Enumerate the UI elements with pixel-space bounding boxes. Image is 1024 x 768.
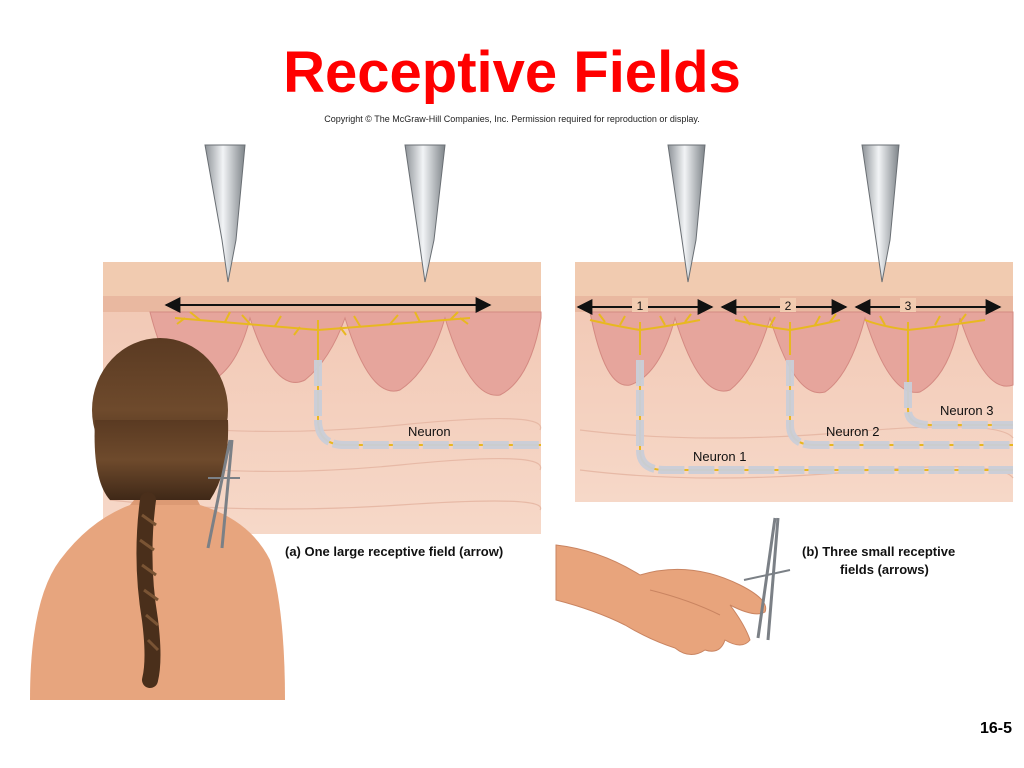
panel-b: 1 2 3 Neuron 1 Neuron 2 Neuron 3: [555, 144, 1014, 655]
nerve-endings-b: [589, 313, 986, 380]
skin-epidermis-a: [103, 262, 541, 298]
nerve-endings-a: [174, 311, 471, 355]
field-label-1: 1: [637, 299, 644, 313]
neuron-2-label: Neuron 2: [826, 424, 879, 439]
hand-illustration: [555, 517, 791, 655]
neuron-axon-3: [904, 380, 1013, 429]
neuron-axon-a: [314, 355, 541, 449]
neuron-label: Neuron: [408, 424, 451, 439]
slide-number: 16-5: [979, 720, 1012, 737]
copyright-notice: Copyright © The McGraw-Hill Companies, I…: [324, 114, 700, 124]
probe-icon: [404, 144, 446, 283]
receptive-field-arrows-b: 1 2 3: [576, 298, 1002, 315]
neuron-1-label: Neuron 1: [693, 449, 746, 464]
woman-back-illustration: [30, 338, 285, 700]
caption-b-line1: (b) Three small receptive: [802, 544, 955, 559]
field-label-2: 2: [785, 299, 792, 313]
neuron-axon-1: [636, 360, 1013, 474]
field-label-3: 3: [905, 299, 912, 313]
slide-title: Receptive Fields: [283, 40, 741, 105]
probe-icon: [861, 144, 900, 283]
panel-a: Neuron (a) One large receptive field (ar…: [30, 144, 542, 700]
probe-icon: [204, 144, 246, 283]
neuron-3-label: Neuron 3: [940, 403, 993, 418]
neuron-axon-2: [786, 360, 1013, 449]
probe-icon: [667, 144, 706, 283]
caption-a: (a) One large receptive field (arrow): [285, 544, 503, 559]
skin-epidermis-b: [575, 262, 1013, 298]
caption-b-line2: fields (arrows): [840, 562, 929, 577]
